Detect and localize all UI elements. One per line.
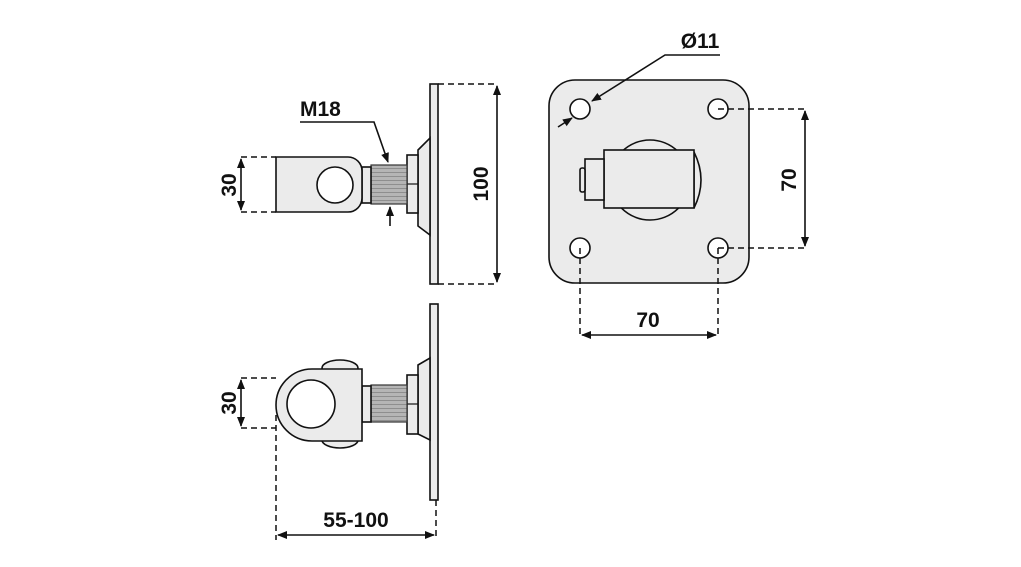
plate-cone xyxy=(417,136,431,237)
mounting-plate-side xyxy=(429,303,439,501)
side-view-top: 30 100 M18 xyxy=(218,83,501,285)
eye-hole xyxy=(316,166,354,204)
bolt-hole xyxy=(569,98,591,120)
dim-label-hole-diameter: Ø11 xyxy=(681,30,720,53)
ring-hole xyxy=(286,379,336,429)
thread-leader xyxy=(300,121,389,163)
plate-cone xyxy=(417,356,431,442)
diameter-arrow xyxy=(557,117,573,128)
rod-end xyxy=(579,167,586,193)
dim-label-70-horizontal: 70 xyxy=(636,309,659,332)
plate-front-view: 70 70 Ø11 xyxy=(548,30,809,339)
dim-label-70-vertical: 70 xyxy=(778,168,801,191)
collar xyxy=(361,166,372,204)
side-view-bottom: 30 55-100 xyxy=(218,303,439,540)
eye-body-front xyxy=(603,149,695,209)
dim-label-30-top: 30 xyxy=(218,173,241,196)
dim-label-30-bottom: 30 xyxy=(218,391,241,414)
nut-front xyxy=(584,158,605,201)
diameter-leader xyxy=(591,54,720,102)
threaded-rod xyxy=(370,384,408,423)
threaded-rod xyxy=(370,164,408,205)
thread-label-m18: M18 xyxy=(300,98,341,121)
dim-label-100: 100 xyxy=(470,166,493,201)
mounting-plate-side xyxy=(429,83,439,285)
dim-label-55-100: 55-100 xyxy=(323,509,388,532)
collar xyxy=(361,385,372,423)
